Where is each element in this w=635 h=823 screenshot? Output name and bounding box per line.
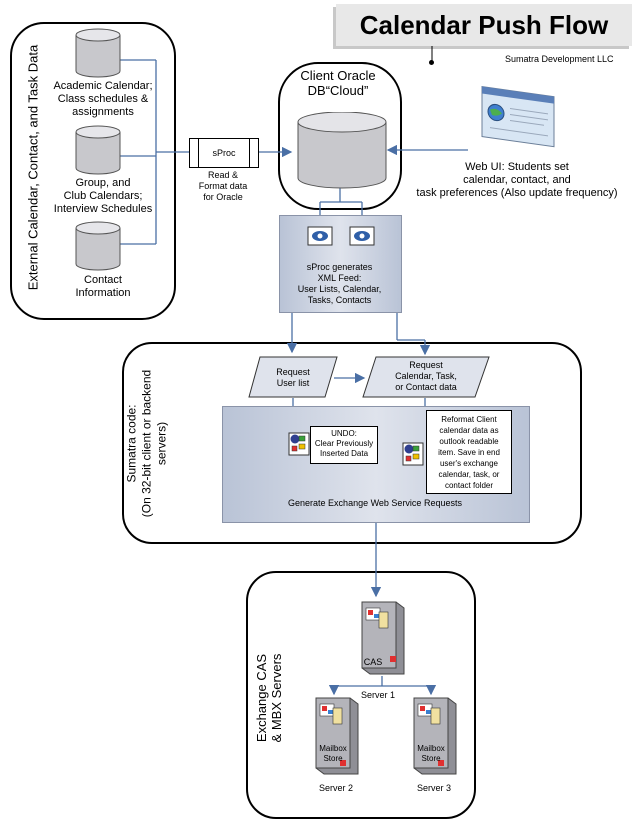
request-calendar-shape xyxy=(362,356,490,398)
source-line: Group, and xyxy=(75,177,131,189)
xml-line: User Lists, Calendar, xyxy=(297,284,382,294)
caption-line: Format data xyxy=(198,181,248,191)
caption-line: for Oracle xyxy=(203,192,243,202)
source-line: Academic Calendar; xyxy=(53,80,153,92)
mailbox-tag-line: Store xyxy=(323,754,343,763)
source-line: Interview Schedules xyxy=(53,203,153,215)
webui-line: task preferences (Also update frequency) xyxy=(416,187,618,199)
database-icon xyxy=(75,221,121,271)
title-pointer-line xyxy=(431,46,433,62)
sproc-box: sProc xyxy=(189,138,259,168)
caption-line: Read & xyxy=(207,170,239,180)
source-line: assignments xyxy=(72,106,134,118)
undo-label: UNDO: Clear Previously Inserted Data xyxy=(311,429,377,459)
database-icon xyxy=(75,125,121,175)
request-line: Request xyxy=(276,367,310,377)
xml-line: sProc generates xyxy=(306,262,373,272)
oracle-database-icon xyxy=(297,112,387,189)
server1-label: Server 1 xyxy=(360,690,395,700)
xml-line: XML Feed: xyxy=(317,273,362,283)
group-calendar-label: Group, and Club Calendars; Interview Sch… xyxy=(50,177,156,216)
server3-label: Server 3 xyxy=(416,783,451,793)
sproc-caption: Read & Format data for Oracle xyxy=(185,170,261,203)
reformat-box: Reformat Client calendar data as outlook… xyxy=(426,410,512,494)
mailbox-tag-line: Mailbox xyxy=(319,744,347,753)
oracle-label-line1: Client Oracle xyxy=(300,68,376,83)
source-line: Club Calendars; xyxy=(63,190,143,202)
sproc-label: sProc xyxy=(212,148,236,158)
reformat-line: contact folder xyxy=(444,481,494,490)
mailbox-tag: Mailbox Store xyxy=(310,744,356,764)
reformat-line: item. Save in end xyxy=(438,448,500,457)
request-line: Calendar, Task, xyxy=(395,371,457,381)
undo-line: Inserted Data xyxy=(319,449,369,458)
page-title: Calendar Push Flow xyxy=(359,10,609,40)
mailbox-tag-line: Mailbox xyxy=(417,744,445,753)
request-line: User list xyxy=(276,378,310,388)
request-user-list-shape xyxy=(248,356,338,398)
mailbox-server-icon xyxy=(315,697,359,775)
reformat-line: user's exchange xyxy=(439,459,498,468)
request-user-list-label: Request User list xyxy=(248,367,338,389)
webui-line: calendar, contact, and xyxy=(463,174,571,186)
reformat-label: Reformat Client calendar data as outlook… xyxy=(427,414,511,491)
generate-ews-label: Generate Exchange Web Service Requests xyxy=(288,498,462,508)
reformat-line: Reformat Client xyxy=(441,415,497,424)
mailbox-tag: Mailbox Store xyxy=(408,744,454,764)
reformat-line: calendar, task, or xyxy=(438,470,500,479)
request-line: or Contact data xyxy=(395,382,457,392)
xml-document-icon xyxy=(349,226,375,246)
webui-line: Web UI: Students set xyxy=(465,161,569,173)
source-line: Class schedules & xyxy=(57,93,149,105)
contact-info-label: Contact Information xyxy=(50,274,156,300)
mailbox-server-icon xyxy=(413,697,457,775)
undo-line: UNDO: xyxy=(331,429,357,438)
xml-feed-label: sProc generates XML Feed: User Lists, Ca… xyxy=(279,262,400,306)
undo-line: Clear Previously xyxy=(314,439,374,448)
xml-document-icon xyxy=(307,226,333,246)
academic-calendar-label: Academic Calendar; Class schedules & ass… xyxy=(50,80,156,119)
reformat-line: outlook readable xyxy=(439,437,499,446)
title-pointer-dot xyxy=(429,60,434,65)
ews-request-icon xyxy=(288,432,310,456)
oracle-label-line2: DB“Cloud” xyxy=(307,83,369,98)
web-ui-label: Web UI: Students set calendar, contact, … xyxy=(402,161,632,200)
cas-server-icon xyxy=(361,601,405,675)
undo-box: UNDO: Clear Previously Inserted Data xyxy=(310,426,378,464)
request-calendar-label: Request Calendar, Task, or Contact data xyxy=(362,360,490,393)
title-banner: Calendar Push Flow xyxy=(336,4,632,46)
request-line: Request xyxy=(409,360,443,370)
xml-line: Tasks, Contacts xyxy=(307,295,372,305)
web-ui-browser-icon xyxy=(481,86,555,148)
exchange-panel xyxy=(246,571,476,819)
cas-tag: CAS xyxy=(363,657,383,667)
ews-request-icon xyxy=(402,442,424,466)
source-line: Contact xyxy=(84,274,122,286)
server2-label: Server 2 xyxy=(318,783,353,793)
source-line: Information xyxy=(75,287,131,299)
database-icon xyxy=(75,28,121,78)
oracle-label: Client Oracle DB“Cloud” xyxy=(278,68,398,98)
mailbox-tag-line: Store xyxy=(421,754,441,763)
reformat-line: calendar data as xyxy=(439,426,499,435)
subtitle: Sumatra Development LLC xyxy=(505,54,614,64)
xml-feed-band xyxy=(279,215,402,313)
